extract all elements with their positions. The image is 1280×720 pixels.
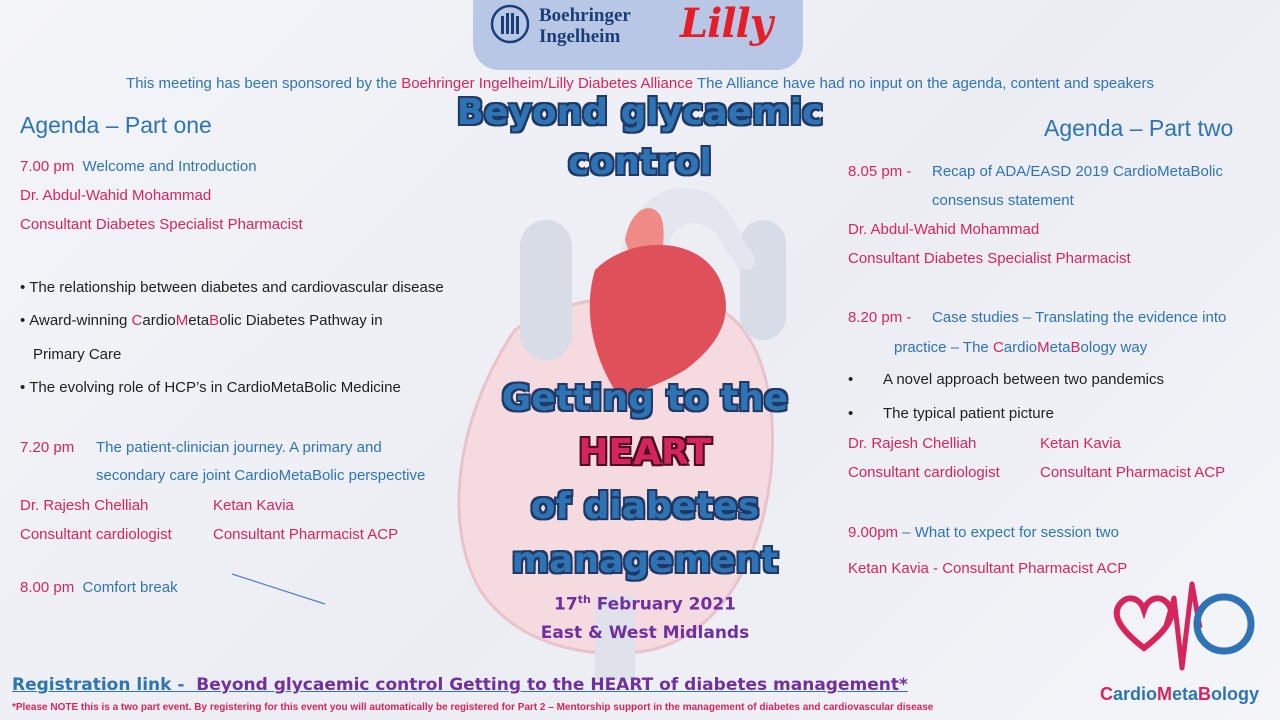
cardiometabology-logo-text: CardioMetaBology <box>1100 684 1259 705</box>
subtitle: Getting to the HEART of diabetes managem… <box>440 372 850 588</box>
cardiometabology-logo-icon <box>1113 581 1255 671</box>
logo-c: C <box>1100 684 1113 704</box>
p1-bullet-award-line2: Primary Care <box>33 346 122 363</box>
journey-time: 7.20 pm <box>20 439 75 456</box>
award-c: C <box>131 312 143 329</box>
case-line1: Case studies – Translating the evidence … <box>932 309 1227 326</box>
vein-left-shape <box>520 220 572 360</box>
subtitle-line4: management <box>511 540 779 581</box>
p2-speaker3-name: Ketan Kavia <box>1040 435 1121 452</box>
logo-ardio: ardio <box>1113 684 1158 704</box>
break-title: Comfort break <box>82 579 178 596</box>
award-olic: olic Diabetes Pathway in <box>219 312 383 329</box>
boehringer-line2: Ingelheim <box>539 26 621 47</box>
p2-bullet-1: A novel approach between two pandemics <box>883 371 1165 388</box>
p1-bullet-award: Award-winning CardioMetaBolic Diabetes P… <box>20 312 383 330</box>
award-eta: eta <box>188 312 210 329</box>
case-b: B <box>1070 339 1081 356</box>
p2-speaker2-name: Dr. Rajesh Chelliah <box>848 435 977 452</box>
journey-line1: The patient-clinician journey. A primary… <box>96 439 382 456</box>
case-ardio: ardio <box>1003 339 1038 356</box>
p2-bullet-2-marker: • <box>848 405 854 422</box>
p2-speaker1-name: Dr. Abdul-Wahid Mohammad <box>848 221 1040 238</box>
p1-speaker3-role: Consultant Pharmacist ACP <box>213 526 399 543</box>
p2-bullet-1-marker: • <box>848 371 854 388</box>
boehringer-logo-text: Boehringer Ingelheim <box>539 5 631 47</box>
p1-speaker2-name: Dr. Rajesh Chelliah <box>20 497 149 514</box>
date-suffix: th <box>577 593 591 606</box>
subtitle-line1: Getting to the <box>501 378 789 419</box>
registration-link[interactable]: Registration link - Beyond glycaemic con… <box>12 675 908 695</box>
lower-vessel-shape <box>595 595 635 680</box>
recap-line2: consensus statement <box>932 192 1074 209</box>
case-time: 8.20 pm - <box>848 309 912 326</box>
case-ology: ology way <box>1080 339 1148 356</box>
registration-note: *Please NOTE this is a two part event. B… <box>12 702 934 713</box>
recap-time: 8.05 pm - <box>848 163 912 180</box>
date-day: 17 <box>554 594 578 615</box>
award-ardio: ardio <box>142 312 176 329</box>
main-title-line1: Beyond glycaemic <box>456 92 824 133</box>
main-title: Beyond glycaemic control <box>440 92 840 184</box>
p2-speaker1-role: Consultant Diabetes Specialist Pharmacis… <box>848 250 1131 267</box>
award-b: B <box>209 312 220 329</box>
next-title: – What to expect for session two <box>898 524 1119 541</box>
logo-ology: ology <box>1211 684 1260 704</box>
logo-b: B <box>1198 684 1212 704</box>
part-two-heading: Agenda – Part two <box>1044 115 1234 141</box>
welcome-item: 7.00 pm Welcome and Introduction <box>20 158 257 176</box>
registration-label: Registration link - <box>12 675 185 695</box>
welcome-time: 7.00 pm <box>20 158 75 175</box>
sponsor-suffix: The Alliance have had no input on the ag… <box>693 75 1154 92</box>
lilly-logo: Lilly <box>680 0 773 47</box>
logo-m: M <box>1157 684 1173 704</box>
date-rest: February 2021 <box>590 594 736 615</box>
sponsor-notice: This meeting has been sponsored by the B… <box>0 75 1280 92</box>
alliance-name: Boehringer Ingelheim/Lilly Diabetes Alli… <box>401 75 694 92</box>
award-m: M <box>175 312 189 329</box>
sponsor-prefix: This meeting has been sponsored by the <box>126 75 402 92</box>
decorative-line <box>231 573 326 605</box>
event-date: 17th February 2021 <box>500 593 790 615</box>
event-region: East & West Midlands <box>540 623 750 643</box>
registration-title: Beyond glycaemic control Getting to the … <box>196 675 908 695</box>
p1-speaker1-name: Dr. Abdul-Wahid Mohammad <box>20 187 212 204</box>
p1-bullet-2: The evolving role of HCP’s in CardioMeta… <box>20 379 401 397</box>
p2-speaker2-role: Consultant cardiologist <box>848 464 1000 481</box>
break-time: 8.00 pm <box>20 579 75 596</box>
sponsor-banner <box>473 0 803 70</box>
case-m: M <box>1037 339 1050 356</box>
break-item: 8.00 pm Comfort break <box>20 579 178 597</box>
p1-speaker1-role: Consultant Diabetes Specialist Pharmacis… <box>20 216 303 233</box>
next-time: 9.00pm <box>848 524 899 541</box>
next-speaker: Ketan Kavia - Consultant Pharmacist ACP <box>848 560 1128 577</box>
main-title-line2: control <box>568 142 712 183</box>
p1-bullet-1: The relationship between diabetes and ca… <box>20 279 443 297</box>
vein-right-shape <box>740 220 786 340</box>
award-pre: Award-winning <box>29 312 132 329</box>
case-c: C <box>992 339 1004 356</box>
part-one-heading: Agenda – Part one <box>20 112 212 138</box>
p1-speaker3-name: Ketan Kavia <box>213 497 294 514</box>
subtitle-line3: of diabetes <box>530 486 760 527</box>
subtitle-heart: HEART <box>578 432 712 473</box>
case-eta: eta <box>1049 339 1071 356</box>
case-line2: practice – The CardioMetaBology way <box>894 339 1147 357</box>
next-item: 9.00pm – What to expect for session two <box>848 524 1119 542</box>
heart-organ-shape <box>589 244 726 398</box>
recap-line1: Recap of ADA/EASD 2019 CardioMetaBolic <box>932 163 1223 180</box>
welcome-title: Welcome and Introduction <box>82 158 257 175</box>
journey-line2: secondary care joint CardioMetaBolic per… <box>96 467 426 484</box>
logo-eta: eta <box>1172 684 1199 704</box>
boehringer-line1: Boehringer <box>539 5 631 26</box>
case-line2-pre: practice – The <box>894 339 993 356</box>
heart-illustration <box>457 188 786 680</box>
boehringer-logo-icon <box>490 4 530 44</box>
p2-bullet-2: The typical patient picture <box>883 405 1054 422</box>
p1-speaker2-role: Consultant cardiologist <box>20 526 172 543</box>
p2-speaker3-role: Consultant Pharmacist ACP <box>1040 464 1226 481</box>
